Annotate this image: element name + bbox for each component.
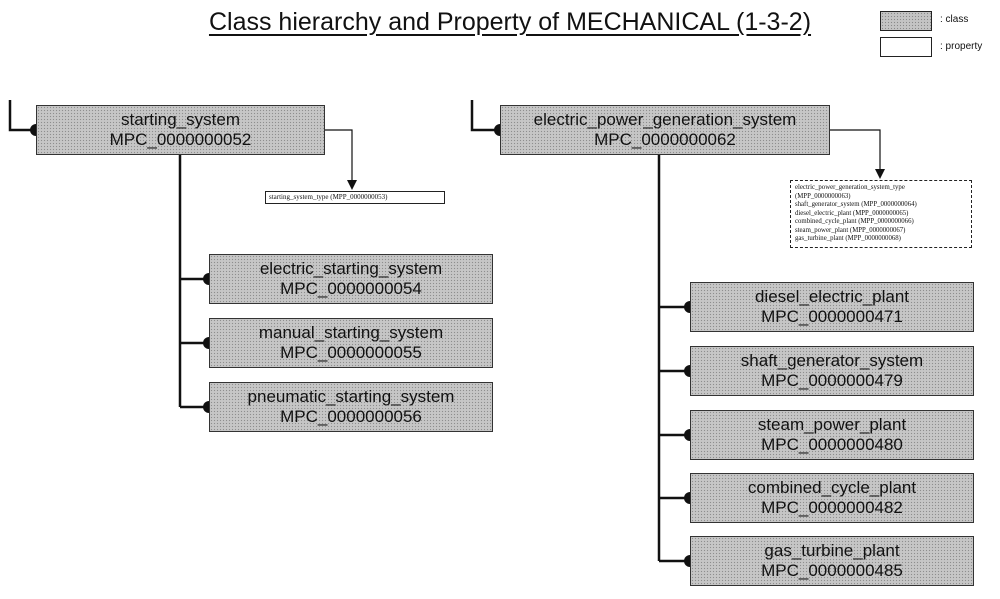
class-box-electric-starting-system[interactable]: electric_starting_system MPC_0000000054 [209,254,493,304]
class-name: electric_starting_system [259,259,443,278]
class-name: combined_cycle_plant [747,478,917,497]
class-id: MPC_0000000054 [280,279,422,298]
class-box-diesel-electric-plant[interactable]: diesel_electric_plant MPC_0000000471 [690,282,974,332]
property-line: electric_power_generation_system_type [795,184,905,191]
class-id: MPC_0000000471 [761,307,903,326]
property-line: combined_cycle_plant (MPP_0000000066) [795,218,914,225]
property-line: starting_system_type (MPP_0000000053) [269,193,388,201]
class-name: pneumatic_starting_system [247,387,455,406]
class-id: MPC_0000000479 [761,371,903,390]
class-name: manual_starting_system [258,323,444,342]
property-box-electric-power-generation-system: electric_power_generation_system_type (M… [790,180,972,248]
legend-class-swatch [880,11,932,31]
class-box-manual-starting-system[interactable]: manual_starting_system MPC_0000000055 [209,318,493,368]
class-id: MPC_0000000055 [280,343,422,362]
class-name: starting_system [120,110,241,129]
class-name: electric_power_generation_system [533,110,797,129]
class-name: diesel_electric_plant [754,287,910,306]
class-id: MPC_0000000052 [109,130,252,149]
class-id: MPC_0000000485 [761,561,903,580]
class-id: MPC_0000000482 [761,498,903,517]
property-arrow-left [325,129,357,190]
class-name: gas_turbine_plant [764,541,900,560]
property-line: shaft_generator_system (MPP_0000000064) [795,201,917,208]
class-box-electric-power-generation-system[interactable]: electric_power_generation_system MPC_000… [500,105,830,155]
class-id: MPC_0000000062 [594,130,736,149]
class-box-pneumatic-starting-system[interactable]: pneumatic_starting_system MPC_0000000056 [209,382,493,432]
class-box-steam-power-plant[interactable]: steam_power_plant MPC_0000000480 [690,410,974,460]
class-box-shaft-generator-system[interactable]: shaft_generator_system MPC_0000000479 [690,346,974,396]
legend-property-label: : property [940,41,983,52]
property-line: steam_power_plant (MPP_0000000067) [795,226,906,234]
class-box-gas-turbine-plant[interactable]: gas_turbine_plant MPC_0000000485 [690,536,974,586]
class-box-starting-system[interactable]: starting_system MPC_0000000052 [36,105,325,155]
root-entry-line-left [8,100,36,132]
class-box-combined-cycle-plant[interactable]: combined_cycle_plant MPC_0000000482 [690,473,974,523]
property-line: (MPP_0000000063) [795,192,851,200]
property-box-starting-system: starting_system_type (MPP_0000000053) [265,191,445,204]
property-line: diesel_electric_plant (MPP_0000000065) [795,209,909,217]
class-id: MPC_0000000480 [761,435,903,454]
property-line: gas_turbine_plant (MPP_0000000068) [795,235,901,242]
page-title: Class hierarchy and Property of MECHANIC… [208,8,812,36]
class-id: MPC_0000000056 [280,407,422,426]
legend-class-label: : class [940,14,969,25]
root-entry-line-right [470,100,500,132]
property-arrow-right [830,129,885,179]
class-name: shaft_generator_system [740,351,924,370]
class-name: steam_power_plant [757,415,907,434]
legend-property-swatch [880,37,932,57]
